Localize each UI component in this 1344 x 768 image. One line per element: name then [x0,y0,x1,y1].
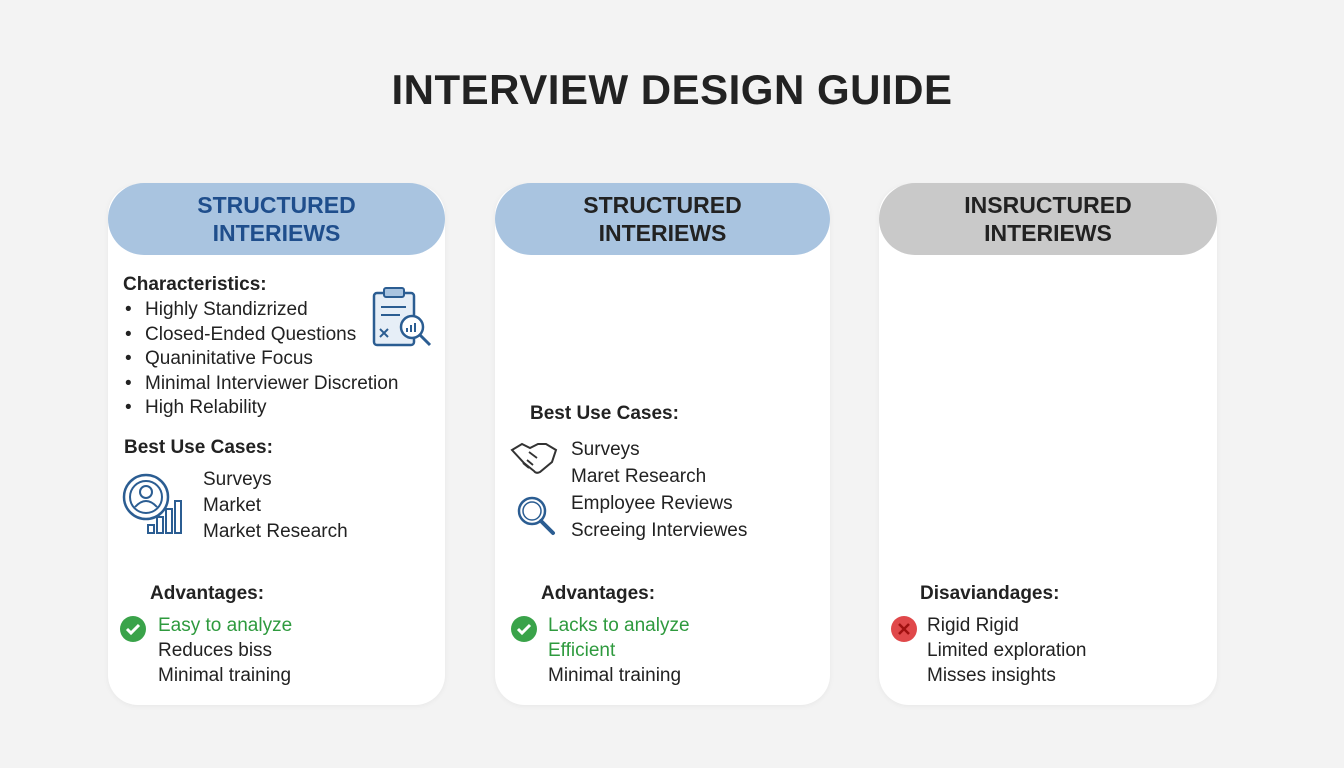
list-item: Highly Standizrized [121,298,398,323]
list-item: Easy to analyze [158,615,293,636]
list-item: Screeing Interviewes [571,520,748,541]
list-item: Misses insights [927,665,1056,686]
card-header-line: INTERIEWS [984,220,1112,246]
list-item: Surveys [571,439,640,460]
magnifier-icon [517,496,555,535]
list-item: Minimal training [158,665,292,686]
clipboard-magnifier-icon [372,287,432,347]
use-cases-heading: Best Use Cases: [124,437,273,458]
card-header: STRUCTURED INTERIEWS [108,183,445,255]
card-structured-1: STRUCTURED INTERIEWS Characteristics: Hi… [108,183,445,705]
page-title: INTERVIEW DESIGN GUIDE [391,66,953,113]
card-header-line: STRUCTURED [583,192,742,218]
card-header-line: STRUCTURED [197,192,356,218]
list-item: Lacks to analyze [548,615,690,636]
x-icon [891,616,917,642]
list-item: High Relability [121,396,398,421]
handshake-icon [510,442,558,474]
card-header: INSRUCTURED INTERIEWS [879,183,1217,255]
characteristics-heading: Characteristics: [123,274,267,295]
use-cases-heading: Best Use Cases: [530,403,679,424]
advantages-list: Lacks to analyze Efficient Minimal train… [548,613,690,688]
list-item: Maret Research [571,466,707,487]
use-cases-list: Surveys Market Market Research [203,467,348,545]
advantages-heading: Advantages: [150,583,265,604]
list-item: Reduces biss [158,640,273,661]
list-item: Minimal Interviewer Discretion [121,372,398,397]
list-item: Minimal training [548,665,682,686]
list-item: Market [203,495,262,516]
card-unstructured: INSRUCTURED INTERIEWS Disaviandages: Rig… [879,183,1217,705]
card-header: STRUCTURED INTERIEWS [495,183,830,255]
check-icon [120,616,146,642]
card-header-line: INTERIEWS [598,220,727,246]
list-item: Efficient [548,640,616,661]
characteristics-list: Highly Standizrized Closed-Ended Questio… [121,298,398,421]
list-item: Market Research [203,521,348,542]
card-header-line: INTERIEWS [212,220,341,246]
user-chart-icon [122,473,182,534]
list-item: Surveys [203,469,272,490]
card-header-line: INSRUCTURED [964,192,1132,218]
list-item: Quaninitative Focus [121,347,398,372]
list-item: Closed-Ended Questions [121,323,398,348]
list-item: Rigid Rigid [927,615,1019,636]
advantages-heading: Advantages: [541,583,656,604]
check-icon [511,616,537,642]
disadvantages-heading: Disaviandages: [920,583,1060,604]
list-item: Employee Reviews [571,493,733,514]
card-structured-2: STRUCTURED INTERIEWS Best Use Cases: Sur… [495,183,830,705]
advantages-list: Easy to analyze Reduces biss Minimal tra… [158,613,292,688]
disadvantages-list: Rigid Rigid Limited exploration Misses i… [927,613,1086,688]
list-item: Limited exploration [927,640,1087,661]
use-cases-list: Surveys Maret Research Employee Reviews … [571,436,747,544]
